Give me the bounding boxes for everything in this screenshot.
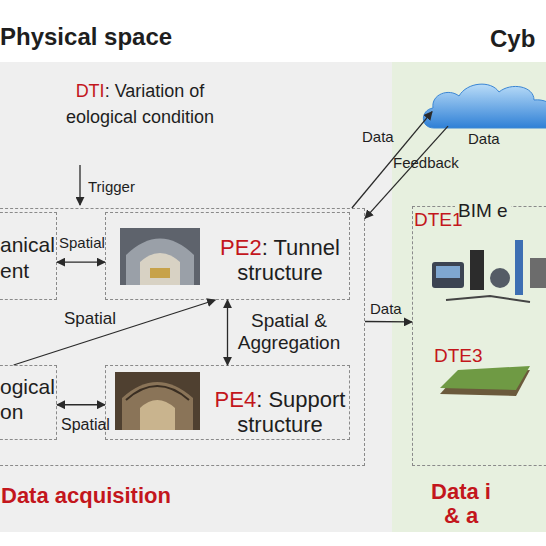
text-group: Data — [468, 130, 528, 148]
text-group: Data acquisition — [1, 482, 241, 510]
node-text: Data i & a — [431, 479, 491, 528]
support-arch — [122, 382, 193, 430]
entity-box: anical ent — [0, 212, 57, 300]
node-text: anical ent — [0, 233, 55, 282]
instrument-screen — [436, 266, 460, 278]
node-text: Cyb — [490, 25, 535, 52]
machine — [150, 268, 170, 278]
text-group: DTE3 — [434, 345, 494, 367]
text-group: BIM e — [455, 200, 511, 222]
relation-arrow — [227, 300, 228, 365]
cyber-panel — [392, 62, 546, 532]
edge-label: Spatial — [61, 416, 121, 434]
photo-frame — [120, 228, 200, 285]
cable — [446, 296, 530, 302]
relation-arrow — [57, 262, 105, 263]
bim-box: CybBIM eData i & a — [412, 206, 546, 466]
edge-label: Spatial — [64, 309, 134, 329]
terrain-model — [440, 366, 530, 396]
text-group: DTE1 — [414, 209, 474, 231]
instrument — [515, 240, 523, 295]
instrument-photo — [432, 240, 546, 302]
trigger-arrow — [79, 165, 80, 205]
terrain-surface — [440, 366, 530, 390]
node-text: Data — [468, 130, 500, 147]
cloud-outline — [423, 84, 546, 128]
label-text: DTE3 — [434, 345, 483, 366]
instrument — [490, 268, 510, 288]
instrument — [470, 250, 484, 290]
support-photo — [115, 372, 200, 430]
relation-arrow — [57, 404, 105, 405]
edge-label: Data — [362, 128, 412, 145]
label-text: Trigger — [88, 178, 135, 195]
node-text: BIM e — [458, 200, 508, 221]
text-group: ogical on — [0, 374, 60, 424]
tunnel-light — [140, 253, 180, 285]
text-group: Physical space — [0, 22, 220, 52]
node-text: PE4 — [215, 387, 257, 412]
label-text: DTI — [76, 81, 105, 101]
edge-label: Feedback — [393, 154, 473, 171]
node-text: ogical on — [0, 375, 55, 423]
node-text: PE2 — [220, 235, 262, 260]
text-group: PE2: Tunnel structure — [205, 235, 355, 285]
text-group: Data i & a — [425, 480, 497, 528]
steel-rib — [126, 386, 189, 400]
support-light — [140, 400, 175, 430]
photo-frame — [115, 372, 200, 430]
data-cloud: Data — [418, 80, 546, 152]
tunnel-arch — [126, 239, 194, 286]
text-group: Trigger — [88, 178, 168, 196]
text-group: PE4: Support structure — [205, 387, 355, 437]
text-group: DTI: Variation of eological condition — [60, 78, 220, 130]
instrument — [432, 262, 464, 288]
physical-panel — [0, 62, 392, 532]
relation-arrow — [365, 321, 412, 323]
entity-box: PE4: Support structure — [105, 365, 350, 440]
label-text: DTE1 — [414, 209, 463, 230]
edge-label: Data — [370, 300, 420, 317]
tunnel-photo — [120, 228, 200, 285]
node-text: Data acquisition — [1, 483, 171, 508]
instrument — [530, 258, 546, 288]
edge-label: Spatial — [59, 234, 119, 251]
text-group: Cyb — [490, 24, 546, 54]
terrain-body — [440, 370, 530, 396]
relation-arrow — [14, 300, 216, 365]
entity-box: ogical on — [0, 365, 57, 440]
entity-box: PE2: Tunnel structure — [105, 212, 350, 300]
text-group: anical ent — [0, 232, 60, 284]
node-text: Physical space — [0, 23, 172, 50]
edge-label: Spatial & Aggregation — [234, 310, 344, 354]
